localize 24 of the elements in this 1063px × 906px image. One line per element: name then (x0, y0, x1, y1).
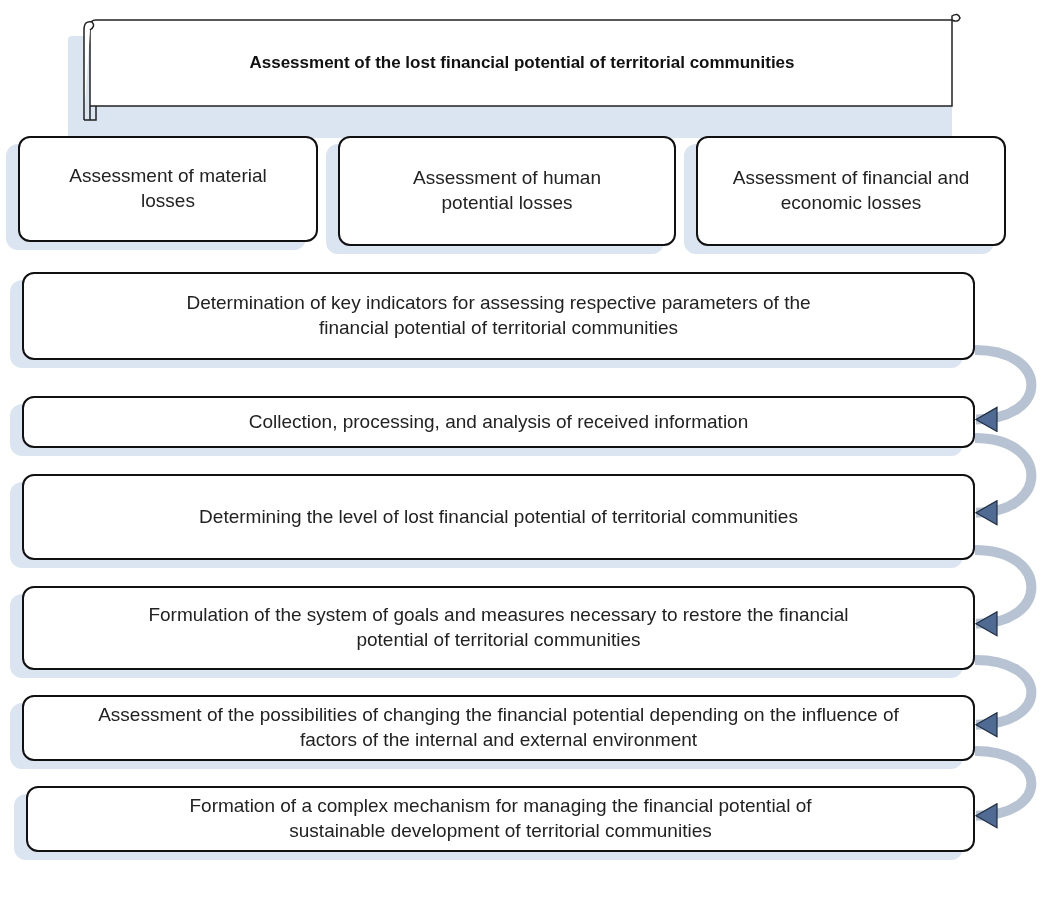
curved-arrow (974, 545, 1037, 635)
box-text: Determining the level of lost financial potential of territorial communities (199, 504, 798, 529)
box-text: Formation of a complex mechanism for managing the financial potential of sustainable development of territorial communities (188, 794, 813, 843)
process-box (26, 786, 975, 852)
box-text: Formulation of the system of goals and measures necessary to restore the financial potential of territorial communities (147, 603, 850, 652)
curved-arrow (974, 345, 1037, 431)
box-text: Assessment of financial and economic losses (731, 166, 971, 215)
curved-arrow (974, 746, 1037, 827)
title-text: Assessment of the lost financial potential of territorial communities (248, 52, 796, 75)
process-box (22, 474, 975, 560)
box-text: Assessment of human potential losses (412, 166, 602, 215)
process-box (22, 272, 975, 360)
process-box (22, 586, 975, 670)
box-text: Collection, processing, and analysis of received information (248, 409, 749, 434)
process-box (18, 136, 318, 242)
process-box (696, 136, 1006, 246)
box-text: Determination of key indicators for assessing respective parameters of the financial potential of territorial communities (185, 291, 812, 340)
curved-arrow (974, 433, 1037, 524)
box-text: Assessment of material losses (68, 164, 268, 213)
box-text: Assessment of the possibilities of changing the financial potential depending on the influence of factors of the internal and external environment (97, 703, 900, 752)
process-box (22, 396, 975, 448)
process-box (22, 695, 975, 761)
process-box (338, 136, 676, 246)
curved-arrow (974, 655, 1037, 736)
